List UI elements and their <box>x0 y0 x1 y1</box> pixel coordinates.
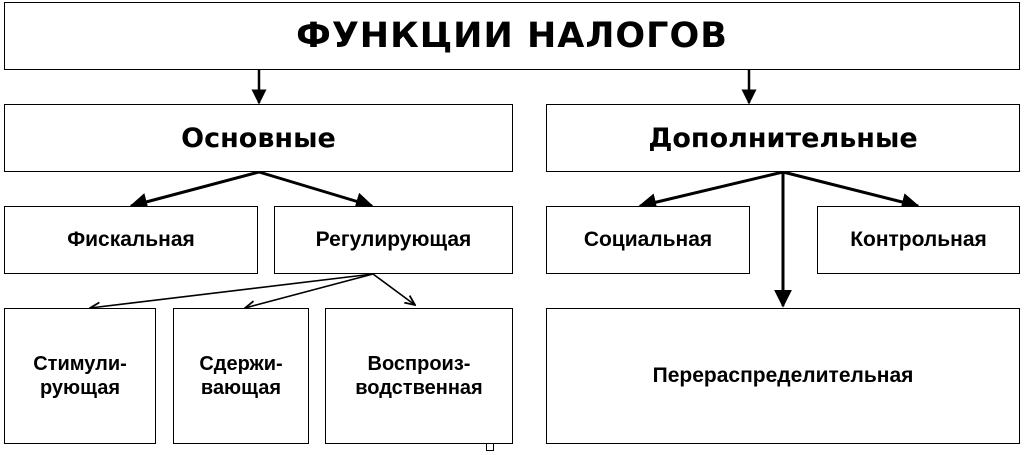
fiscal-box: Фискальная <box>4 206 258 274</box>
arrow-regulating-to-restraining <box>245 273 374 308</box>
social-box: Социальная <box>546 206 750 274</box>
redistributive-label: Перераспределительная <box>652 364 914 387</box>
main-functions-label: Основные <box>181 122 336 154</box>
social-label: Социальная <box>583 228 713 251</box>
regulating-box: Регулирующая <box>274 206 513 274</box>
stimulating-box: Стимули- рующая <box>4 308 156 444</box>
arrow-regulating-to-stimulating <box>90 273 374 308</box>
redistributive-box: Перераспределительная <box>546 308 1020 444</box>
arrow-additional-to-control <box>782 170 920 211</box>
reproductive-label: Воспроиз- водственная <box>355 353 483 399</box>
fiscal-label: Фискальная <box>67 228 195 251</box>
restraining-label: Сдержи- вающая <box>199 353 283 399</box>
regulating-label: Регулирующая <box>315 228 472 251</box>
diagram-title: ФУНКЦИИ НАЛОГОВ <box>296 16 728 56</box>
resize-handle-marker[interactable] <box>486 443 494 451</box>
additional-functions-box: Дополнительные <box>546 104 1020 172</box>
control-label: Контрольная <box>850 228 987 251</box>
arrow-main-to-regulating <box>258 170 374 210</box>
title-box: ФУНКЦИИ НАЛОГОВ <box>4 2 1020 70</box>
additional-functions-label: Дополнительные <box>648 122 918 154</box>
arrow-main-to-fiscal <box>129 170 260 211</box>
arrow-additional-to-social <box>638 170 784 212</box>
reproductive-box: Воспроиз- водственная <box>325 308 513 444</box>
stimulating-label: Стимули- рующая <box>33 353 127 399</box>
main-functions-box: Основные <box>4 104 513 172</box>
arrow-regulating-to-reproductive <box>372 273 415 305</box>
restraining-box: Сдержи- вающая <box>173 308 309 444</box>
control-box: Контрольная <box>817 206 1020 274</box>
